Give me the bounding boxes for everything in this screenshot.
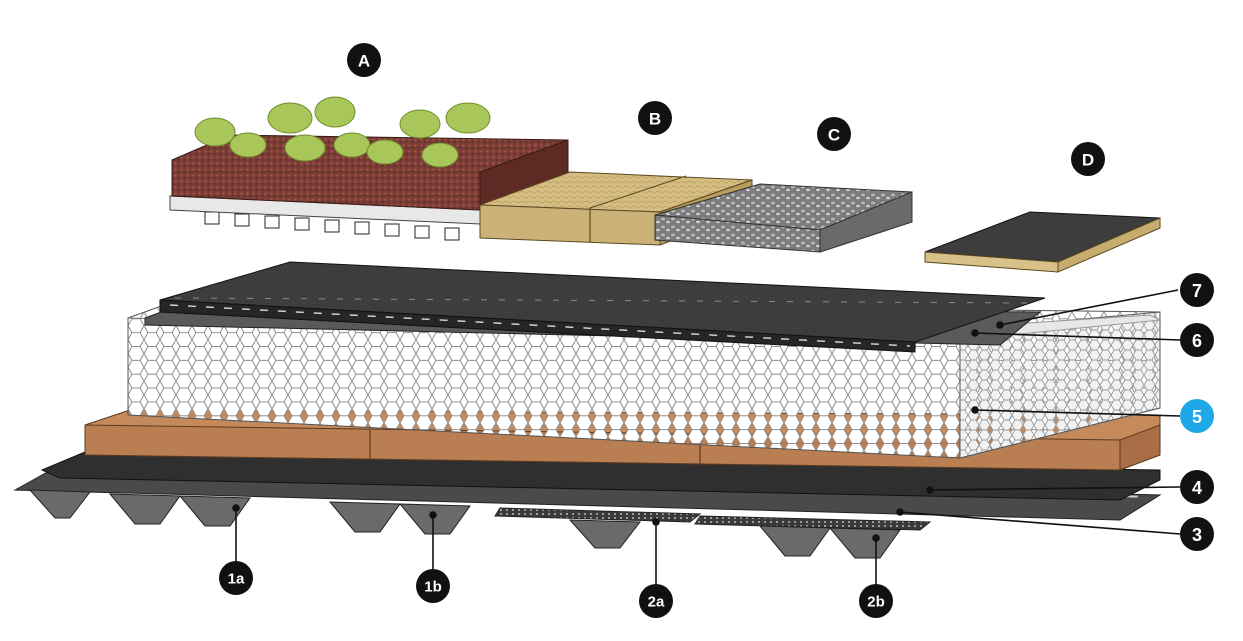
badge-d: D bbox=[1071, 142, 1105, 176]
badge-c-label: C bbox=[828, 126, 840, 145]
badge-1b-label: 1b bbox=[424, 579, 442, 596]
badge-6-label: 6 bbox=[1192, 331, 1202, 351]
badge-a-label: A bbox=[358, 52, 370, 71]
badge-1b: 1b bbox=[416, 569, 450, 603]
badge-5: 5 bbox=[1180, 399, 1214, 433]
badge-4: 4 bbox=[1180, 470, 1214, 504]
deck-1b bbox=[328, 501, 471, 535]
badge-1a-label: 1a bbox=[228, 571, 245, 588]
badge-2b: 2b bbox=[859, 584, 893, 618]
badge-d-label: D bbox=[1082, 151, 1094, 170]
badge-2b-label: 2b bbox=[867, 594, 885, 611]
badge-3-label: 3 bbox=[1192, 525, 1202, 545]
badge-a: A bbox=[347, 43, 381, 77]
layer-7-membrane bbox=[159, 261, 1046, 353]
badge-7: 7 bbox=[1180, 273, 1214, 307]
leader-lines bbox=[232, 289, 1181, 585]
badge-b: B bbox=[638, 101, 672, 135]
deck-2b bbox=[694, 515, 932, 559]
badge-1a: 1a bbox=[219, 561, 253, 595]
plants bbox=[194, 96, 491, 168]
badge-c: C bbox=[817, 117, 851, 151]
deck-2a bbox=[494, 507, 702, 549]
badge-b-label: B bbox=[649, 110, 661, 129]
option-c-gravel-ballast bbox=[654, 183, 913, 253]
badge-2a: 2a bbox=[639, 584, 673, 618]
badge-5-label: 5 bbox=[1192, 407, 1202, 427]
option-a-green-roof bbox=[169, 96, 569, 241]
deck-1a bbox=[28, 489, 251, 527]
badge-7-label: 7 bbox=[1192, 281, 1202, 301]
badge-2a-label: 2a bbox=[648, 594, 665, 611]
badge-6: 6 bbox=[1180, 323, 1214, 357]
badge-3: 3 bbox=[1180, 517, 1214, 551]
option-d-membrane-panel bbox=[924, 211, 1161, 273]
badge-4-label: 4 bbox=[1192, 478, 1202, 498]
